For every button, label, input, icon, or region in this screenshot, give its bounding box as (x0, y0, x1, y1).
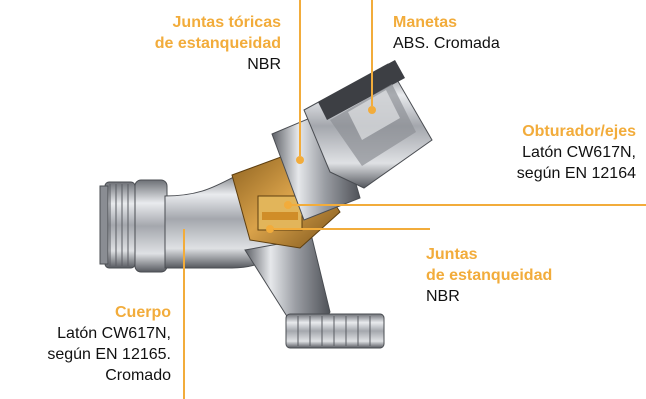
label-juntas-title-1: Juntas (426, 246, 478, 263)
label-manetas-title: Manetas (393, 14, 458, 31)
label-obturador-desc-2: según EN 12164 (516, 165, 636, 182)
handle-assembly (271, 60, 433, 221)
label-cuerpo-desc-1: Latón CW617N, (57, 325, 171, 342)
label-juntas-desc: NBR (426, 288, 460, 305)
label-cuerpo-desc-2: según EN 12165. (47, 346, 171, 363)
label-obturador-desc-1: Latón CW617N, (522, 144, 636, 161)
label-cuerpo-title: Cuerpo (115, 304, 171, 321)
label-juntas-toricas-desc: NBR (247, 56, 281, 73)
label-cuerpo: Cuerpo Latón CW617N, según EN 12165. Cro… (6, 302, 171, 386)
label-juntas-title-2: de estanqueidad (426, 267, 553, 284)
label-obturador: Obturador/ejes Latón CW617N, según EN 12… (466, 121, 636, 184)
label-cuerpo-desc-3: Cromado (105, 367, 171, 384)
label-juntas-toricas-title-2: de estanqueidad (154, 35, 281, 52)
leader-lines (183, 0, 646, 399)
label-manetas-desc: ABS. Cromada (393, 35, 500, 52)
label-manetas: Manetas ABS. Cromada (393, 12, 500, 54)
label-juntas-toricas-title-1: Juntas tóricas (172, 14, 281, 31)
label-juntas: Juntas de estanqueidad NBR (426, 244, 552, 307)
label-obturador-title: Obturador/ejes (522, 123, 636, 140)
label-juntas-toricas: Juntas tóricas de estanqueidad NBR (81, 12, 281, 75)
